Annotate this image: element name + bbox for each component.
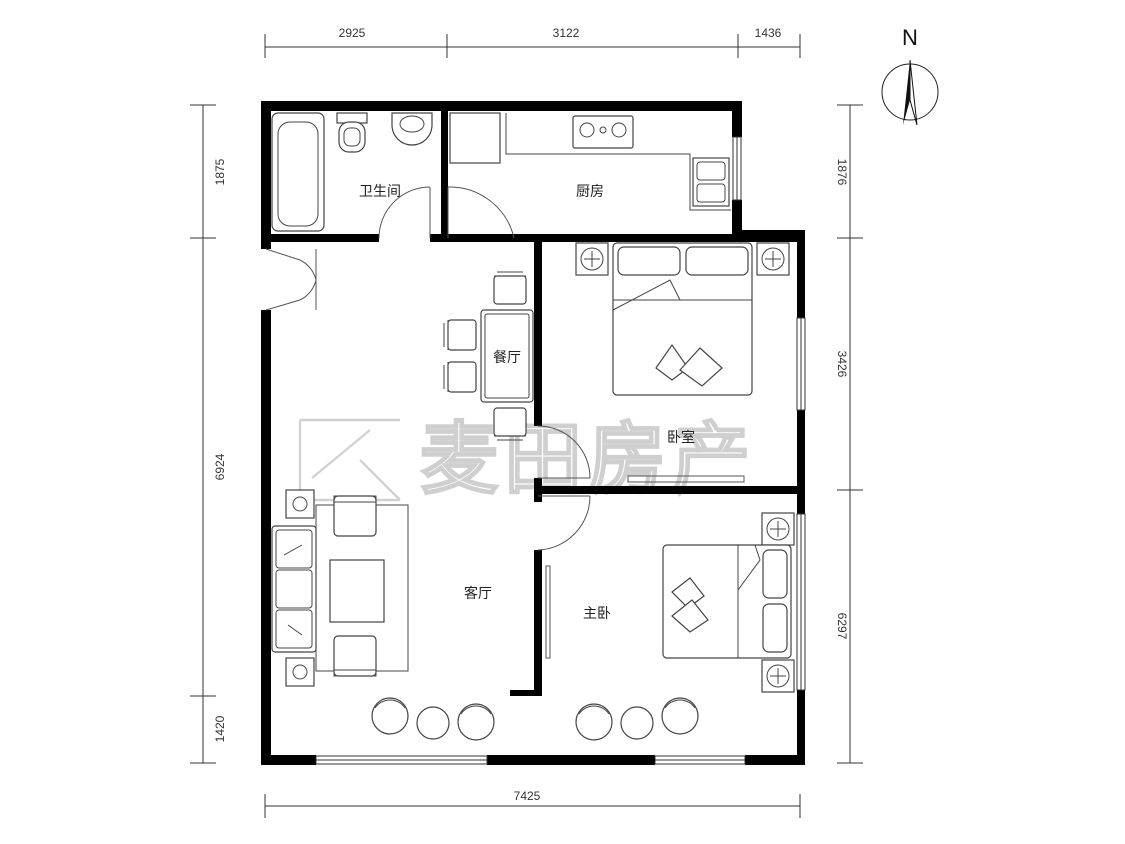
dim-top-3: 1436 <box>755 26 782 40</box>
sink-icon <box>391 112 433 146</box>
room-label-bedroom: 卧室 <box>667 429 695 446</box>
dining-chair-icon <box>493 407 527 441</box>
dining-furniture <box>443 271 534 441</box>
doors <box>265 186 745 659</box>
bed-icon <box>612 242 753 396</box>
dining-chair-icon <box>443 319 477 351</box>
dim-right-1: 1876 <box>835 159 849 186</box>
compass-north-label: N <box>902 25 918 50</box>
dim-top-1: 2925 <box>339 26 366 40</box>
room-label-kitchen: 厨房 <box>576 184 604 200</box>
bathtub-icon <box>271 112 325 232</box>
round-chair-icon <box>575 703 613 741</box>
kitchen-fixtures <box>449 112 731 211</box>
dim-left-2: 6924 <box>213 453 227 480</box>
coffee-table-icon <box>329 559 385 623</box>
dining-chair-icon <box>493 271 527 305</box>
dim-left-1: 1875 <box>213 158 227 185</box>
dim-bottom: 7425 <box>514 789 541 803</box>
room-label-dining: 餐厅 <box>493 350 521 366</box>
dimension-left: 1875 6924 1420 <box>190 104 227 764</box>
sofa-icon <box>271 525 317 653</box>
dim-right-3: 6297 <box>835 613 849 640</box>
compass-needle-icon <box>903 60 910 125</box>
dim-top-2: 3122 <box>553 26 580 40</box>
dining-table-icon <box>480 309 534 403</box>
watermark-logo-icon <box>298 418 401 502</box>
dimension-top: 2925 3122 1436 <box>264 26 801 58</box>
dim-left-3: 1420 <box>213 715 227 742</box>
dining-chair-icon <box>443 361 477 393</box>
fridge-icon <box>449 112 501 164</box>
living-furniture <box>271 489 699 741</box>
dimension-bottom: 7425 <box>264 789 801 818</box>
room-label-master: 主卧 <box>583 606 611 622</box>
walls <box>261 101 805 765</box>
dim-right-2: 3426 <box>835 351 849 378</box>
room-label-living: 客厅 <box>464 585 492 602</box>
armchair-icon <box>333 635 377 677</box>
compass: N <box>881 25 939 126</box>
armchair-icon <box>333 495 377 537</box>
master-furniture <box>662 512 795 693</box>
bed-icon <box>662 544 792 659</box>
round-chair-icon <box>457 703 495 741</box>
side-table-icon <box>285 657 315 687</box>
round-table-icon <box>416 706 450 740</box>
gas-stove-icon <box>572 115 634 149</box>
bedroom-furniture <box>575 242 790 396</box>
room-label-bathroom: 卫生间 <box>359 184 401 200</box>
kitchen-sink-icon <box>692 157 730 207</box>
dimension-right: 1876 3426 6297 <box>835 104 863 764</box>
round-chair-icon <box>661 697 699 735</box>
round-table-icon <box>620 706 654 740</box>
round-chair-icon <box>371 697 409 735</box>
bathroom-fixtures <box>271 112 433 232</box>
toilet-icon <box>338 121 366 153</box>
windows <box>315 136 806 765</box>
side-table-icon <box>285 489 315 519</box>
